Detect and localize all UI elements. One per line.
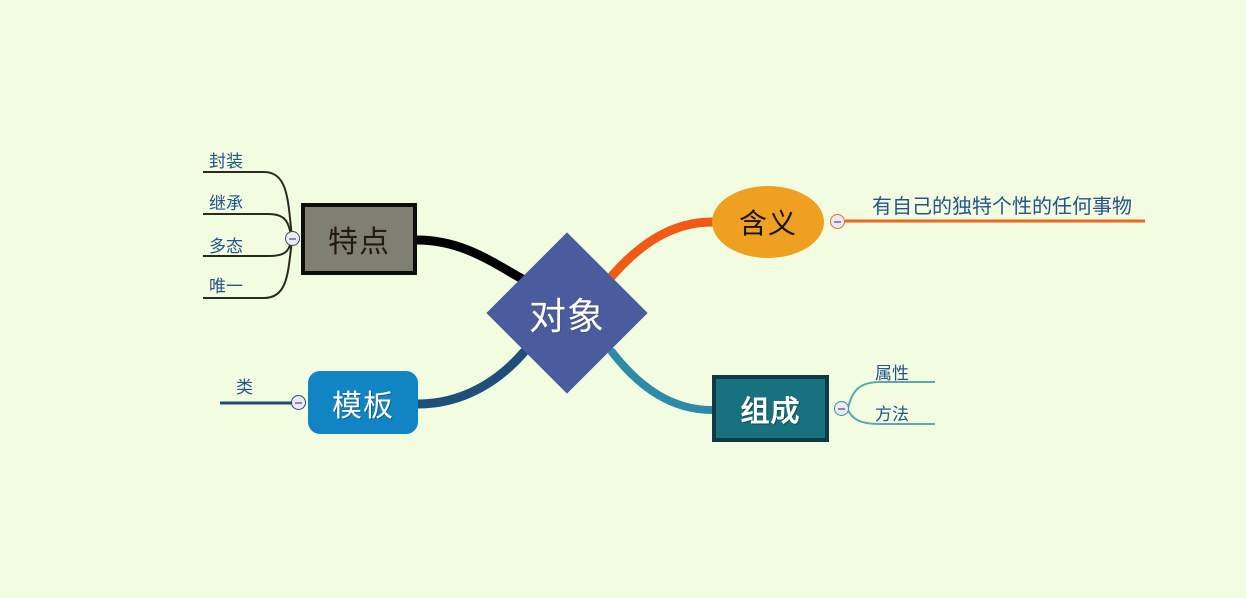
minus-icon bbox=[295, 401, 302, 404]
leaf-duotai[interactable]: 多态 bbox=[209, 237, 243, 256]
node-muban[interactable]: 模板 bbox=[308, 371, 418, 434]
node-zucheng-label: 组成 bbox=[740, 395, 801, 428]
leaf-weiyi[interactable]: 唯一 bbox=[209, 277, 243, 296]
leaf-jicheng[interactable]: 继承 bbox=[209, 194, 243, 213]
central-node-object[interactable]: 对象 bbox=[486, 232, 648, 394]
node-zucheng[interactable]: 组成 bbox=[712, 375, 829, 442]
collapse-toggle-hanyi[interactable] bbox=[830, 214, 845, 229]
leaf-fengzhuang[interactable]: 封装 bbox=[209, 152, 243, 171]
node-hanyi-label: 含义 bbox=[738, 208, 797, 239]
node-muban-label: 模板 bbox=[332, 389, 394, 423]
leaf-lei[interactable]: 类 bbox=[236, 378, 253, 397]
minus-icon bbox=[289, 237, 296, 240]
node-hanyi[interactable]: 含义 bbox=[712, 186, 824, 258]
leaf-fangfa[interactable]: 方法 bbox=[875, 405, 909, 424]
collapse-toggle-muban[interactable] bbox=[291, 395, 306, 410]
node-tedian-label: 特点 bbox=[328, 226, 390, 259]
node-tedian[interactable]: 特点 bbox=[301, 203, 417, 275]
leaf-youziji[interactable]: 有自己的独特个性的任何事物 bbox=[872, 196, 1132, 218]
minus-icon bbox=[838, 407, 845, 410]
minus-icon bbox=[834, 220, 841, 223]
collapse-toggle-tedian[interactable] bbox=[285, 231, 300, 246]
central-node-label: 对象 bbox=[529, 296, 605, 337]
collapse-toggle-zucheng[interactable] bbox=[834, 401, 849, 416]
leaf-shuxing[interactable]: 属性 bbox=[875, 364, 909, 383]
